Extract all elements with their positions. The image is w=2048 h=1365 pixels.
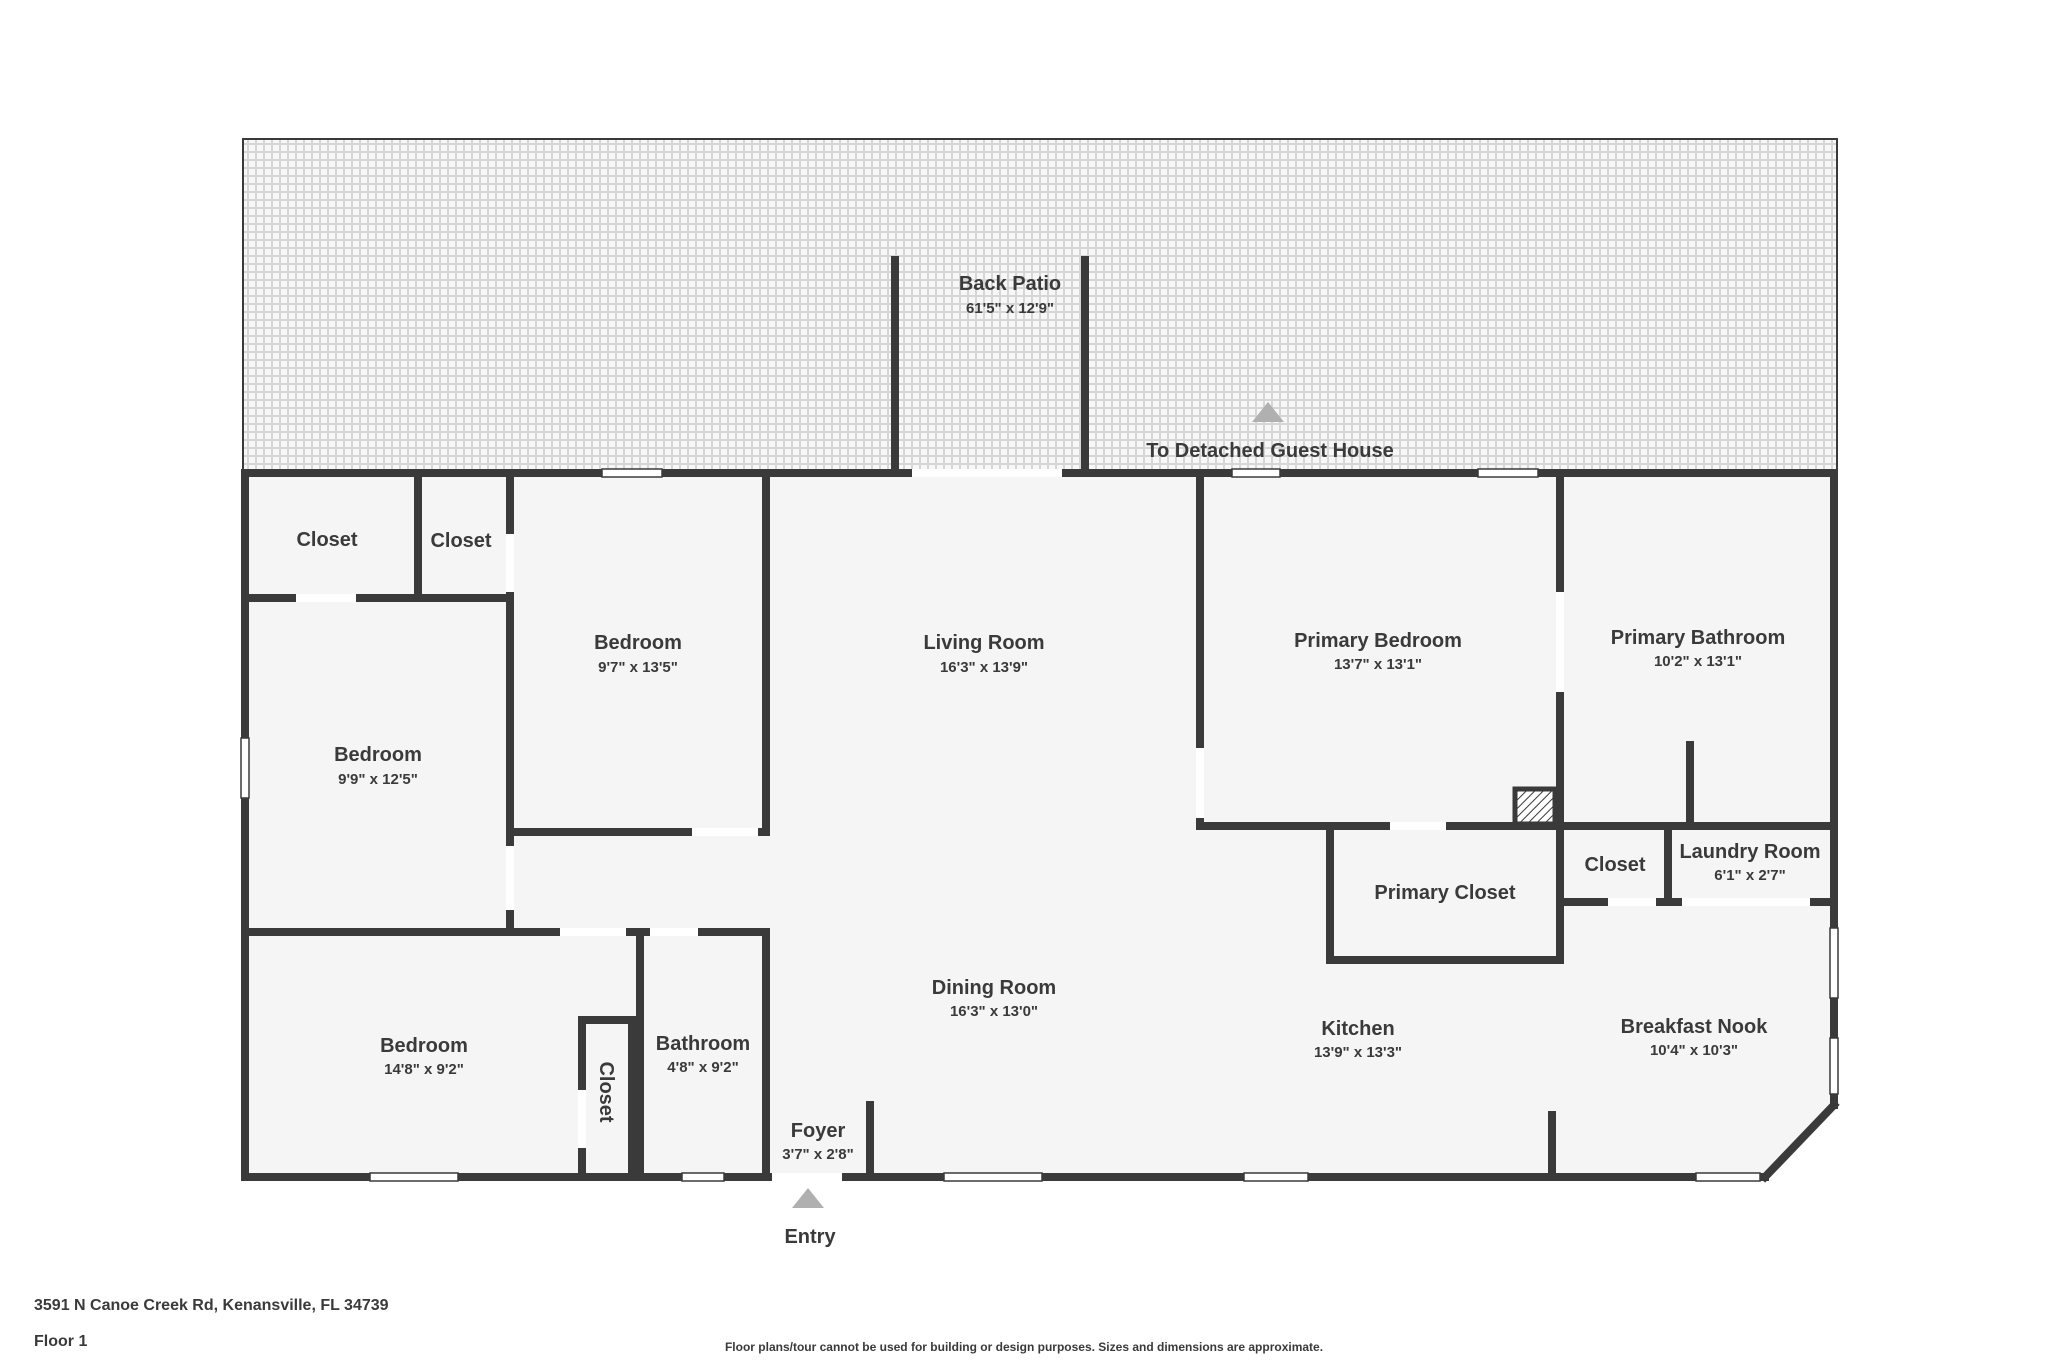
kitchen-name: Kitchen xyxy=(1321,1018,1394,1040)
closet-2-name: Closet xyxy=(430,530,491,552)
door-openings xyxy=(296,469,1810,1181)
bedroom-2-name: Bedroom xyxy=(334,744,422,766)
back-patio-area xyxy=(242,138,1838,474)
dining-room-dims: 16'3" x 13'0" xyxy=(950,1003,1038,1020)
primary-closet-name: Primary Closet xyxy=(1374,882,1516,904)
breakfast-nook-name: Breakfast Nook xyxy=(1621,1016,1769,1038)
floor-label: Floor 1 xyxy=(34,1333,88,1350)
guest-house-arrow-icon xyxy=(1252,402,1284,422)
primary-bedroom-name: Primary Bedroom xyxy=(1294,630,1462,652)
entry-label: Entry xyxy=(784,1226,836,1248)
bedroom-1-name: Bedroom xyxy=(594,632,682,654)
bedroom-1-dims: 9'7" x 13'5" xyxy=(598,659,678,676)
laundry-room-dims: 6'1" x 2'7" xyxy=(1714,867,1785,884)
dining-room-name: Dining Room xyxy=(932,977,1056,999)
closet-3-name: Closet xyxy=(595,1061,617,1122)
address-text: 3591 N Canoe Creek Rd, Kenansville, FL 3… xyxy=(34,1297,389,1314)
entry-arrow-icon xyxy=(792,1188,824,1208)
primary-bedroom-dims: 13'7" x 13'1" xyxy=(1334,656,1422,673)
disclaimer-text: Floor plans/tour cannot be used for buil… xyxy=(724,1340,1324,1354)
foyer-name: Foyer xyxy=(791,1120,846,1142)
bedroom-3-name: Bedroom xyxy=(380,1035,468,1057)
primary-bathroom-dims: 10'2" x 13'1" xyxy=(1654,653,1742,670)
primary-bathroom-name: Primary Bathroom xyxy=(1611,627,1786,649)
breakfast-nook-dims: 10'4" x 10'3" xyxy=(1650,1042,1738,1059)
living-room-name: Living Room xyxy=(923,632,1044,654)
foyer-dims: 3'7" x 2'8" xyxy=(782,1146,853,1163)
closet-4-name: Closet xyxy=(1584,854,1645,876)
back-patio-name: Back Patio xyxy=(959,273,1061,295)
bedroom-3-dims: 14'8" x 9'2" xyxy=(384,1061,464,1078)
back-patio-dims: 61'5" x 12'9" xyxy=(966,300,1054,317)
guest-house-label: To Detached Guest House xyxy=(1146,440,1393,462)
living-room-dims: 16'3" x 13'9" xyxy=(940,659,1028,676)
hatched-box xyxy=(1512,786,1558,827)
kitchen-dims: 13'9" x 13'3" xyxy=(1314,1044,1402,1061)
bedroom-2-dims: 9'9" x 12'5" xyxy=(338,771,418,788)
windows xyxy=(240,468,1839,1182)
closet-1-name: Closet xyxy=(296,529,357,551)
room-labels: Back Patio 61'5" x 12'9" To Detached Gue… xyxy=(296,273,1820,1248)
bathroom-dims: 4'8" x 9'2" xyxy=(667,1059,738,1076)
bathroom-name: Bathroom xyxy=(656,1033,750,1055)
laundry-room-name: Laundry Room xyxy=(1679,841,1820,863)
